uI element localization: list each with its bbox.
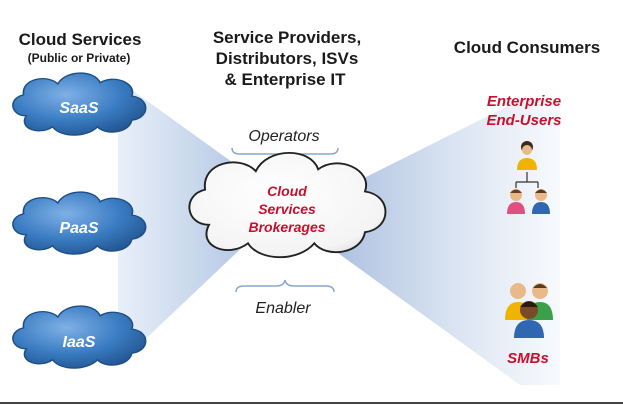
enterprise-label-line-2: End-Users [486,112,561,129]
providers-line-3: & Enterprise IT [225,70,347,89]
providers-line-2: Distributors, ISVs [216,49,359,68]
left-fan-area [118,80,250,365]
providers-line-1: Service Providers, [213,28,361,47]
org-connector [515,172,539,188]
right-fan-area [320,100,560,385]
enterprise-user-icon-right [532,189,550,214]
enterprise-label-line-1: Enterprise [487,93,561,110]
cloud-services-subtitle: (Public or Private) [28,51,131,65]
service-label-saas: SaaS [59,100,98,117]
broker-line-2: Services [258,201,316,217]
broker-line-3: Brokerages [248,219,325,235]
providers-header: Service Providers, Distributors, ISVs & … [213,28,361,89]
enterprise-user-icon-left [507,189,525,214]
smb-label: SMBs [507,350,549,367]
cloud-consumers-title: Cloud Consumers [454,38,600,57]
service-label-paas: PaaS [59,220,98,237]
cloud-services-title: Cloud Services [19,30,142,49]
smb-group-icon [505,283,553,338]
enterprise-user-icon [517,141,537,170]
operators-label: Operators [248,128,319,145]
enabler-brace [235,279,335,293]
enabler-label: Enabler [255,300,311,317]
broker-line-1: Cloud [267,183,307,199]
service-label-iaas: IaaS [63,334,96,351]
cloud-services-header: Cloud Services (Public or Private) [19,30,142,65]
